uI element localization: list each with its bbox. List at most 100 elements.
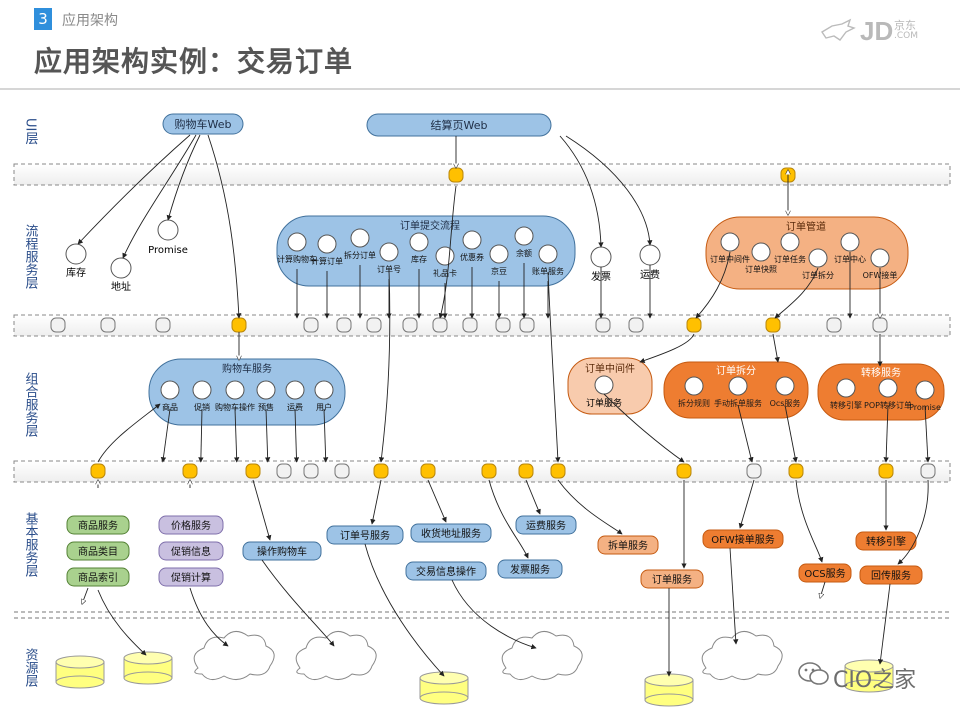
service-node — [870, 248, 890, 268]
bus-port — [462, 317, 478, 333]
connector-arrow — [774, 267, 819, 319]
split-order-service-label: 拆单服务 — [608, 539, 648, 552]
logo-com: .COM — [894, 31, 918, 41]
ocs-service-label: OCS服务 — [804, 567, 845, 580]
service-node — [462, 230, 482, 250]
ofw-service — [702, 529, 784, 549]
bus-port-active — [676, 463, 692, 479]
connector-arrow — [264, 408, 271, 463]
invoice-node — [590, 246, 612, 268]
trade-info-service — [405, 561, 487, 581]
purple-base-service — [158, 515, 224, 535]
trade-info-service-label: 交易信息操作 — [416, 565, 476, 578]
bus-port-active — [245, 463, 261, 479]
bus-port — [276, 463, 292, 479]
connector-arrow — [737, 404, 754, 463]
watermark-text: CIO之家 — [833, 668, 917, 693]
order-base-service-label: 订单服务 — [652, 573, 692, 586]
bus-port — [303, 317, 319, 333]
connector-arrow — [729, 547, 739, 645]
layer-label-base: 基本服务层 — [23, 512, 39, 578]
connector-arrow — [166, 134, 201, 221]
bus-port — [50, 317, 66, 333]
architecture-diagram: UI层 流程服务层 组合服务层 基本服务层 资源层 购物车Web 结算页Web … — [13, 113, 951, 707]
service-node — [538, 244, 558, 264]
connector-arrow — [603, 393, 685, 463]
cloud-icon — [295, 631, 377, 680]
connector-arrow — [488, 479, 529, 559]
service-node — [409, 232, 429, 252]
service-node-label: 订单任务 — [774, 254, 806, 264]
purple-base-service-label: 价格服务 — [171, 519, 211, 532]
connector-arrow — [122, 134, 197, 259]
service-node-label: 手动拆单服务 — [714, 398, 762, 408]
cart-service-group: 购物车服务 商品促销购物车操作预售运费用户 — [148, 358, 346, 426]
promise-label: Promise — [148, 245, 188, 256]
order-split-title: 订单拆分 — [716, 364, 756, 377]
service-node — [915, 380, 935, 400]
connector-arrow — [370, 479, 382, 525]
ui-pages: 购物车Web 结算页Web — [162, 113, 552, 137]
bus-port-active — [518, 463, 534, 479]
address-service-label: 收货地址服务 — [421, 527, 481, 540]
connector-arrow — [820, 581, 826, 598]
service-node — [720, 232, 740, 252]
order-pipeline-title: 订单管道 — [786, 220, 826, 233]
service-node-label: 京豆 — [491, 266, 507, 276]
database-bottom — [844, 679, 894, 693]
service-node-label: 转移引擎 — [830, 400, 862, 410]
service-node-label: 礼品卡 — [433, 268, 457, 278]
cloud-icon — [193, 631, 275, 680]
service-node-label: 用户 — [316, 402, 332, 412]
bus-port-active — [90, 463, 106, 479]
bus-nodes — [50, 167, 936, 479]
database-icon — [55, 655, 105, 689]
service-node — [317, 234, 337, 254]
return-service — [859, 565, 923, 585]
connector-arrow — [233, 408, 240, 463]
connector-arrow — [924, 405, 931, 463]
cart-web-label: 购物车Web — [175, 117, 232, 131]
service-node-label: 账单服务 — [532, 266, 564, 276]
connector-arrow — [82, 587, 89, 604]
bus-port-active — [481, 463, 497, 479]
connector-arrow — [160, 408, 171, 463]
connector-arrow — [252, 479, 272, 541]
service-node — [160, 380, 180, 400]
service-node-label: 促销 — [194, 402, 210, 412]
connector-arrow — [525, 479, 541, 515]
connector-arrow — [877, 583, 891, 665]
freight-service — [515, 515, 577, 535]
layer-label-flow: 流程服务层 — [23, 224, 39, 290]
purple-base-service — [158, 541, 224, 561]
service-node-label: 库存 — [411, 254, 427, 264]
bus-port — [334, 463, 350, 479]
database-icon — [644, 673, 694, 707]
purple-base-service-label: 促销信息 — [171, 545, 211, 558]
service-node-label: 计算订单 — [311, 256, 343, 266]
connector-arrow — [451, 579, 537, 650]
service-node — [728, 376, 748, 396]
database-icon — [419, 671, 469, 705]
checkout-web-label: 结算页Web — [431, 118, 488, 132]
header-divider — [0, 88, 960, 90]
bus-port — [432, 317, 448, 333]
bus-port-active — [373, 463, 389, 479]
service-node-label: 运费 — [287, 402, 303, 412]
database-bottom — [55, 675, 105, 689]
connector-arrow — [427, 479, 447, 523]
cart-service-title: 购物车服务 — [222, 362, 272, 375]
service-node-label: 订单拆分 — [802, 270, 834, 280]
connector-arrow — [883, 404, 889, 463]
connector-arrow — [738, 479, 755, 529]
bus-port-active — [550, 463, 566, 479]
transfer-service-title: 转移服务 — [861, 366, 901, 379]
service-node-label: 订单中间件 — [710, 254, 750, 264]
connector-arrow — [207, 134, 242, 319]
order-service-node — [594, 375, 614, 395]
database-top — [123, 651, 173, 665]
service-node — [878, 378, 898, 398]
